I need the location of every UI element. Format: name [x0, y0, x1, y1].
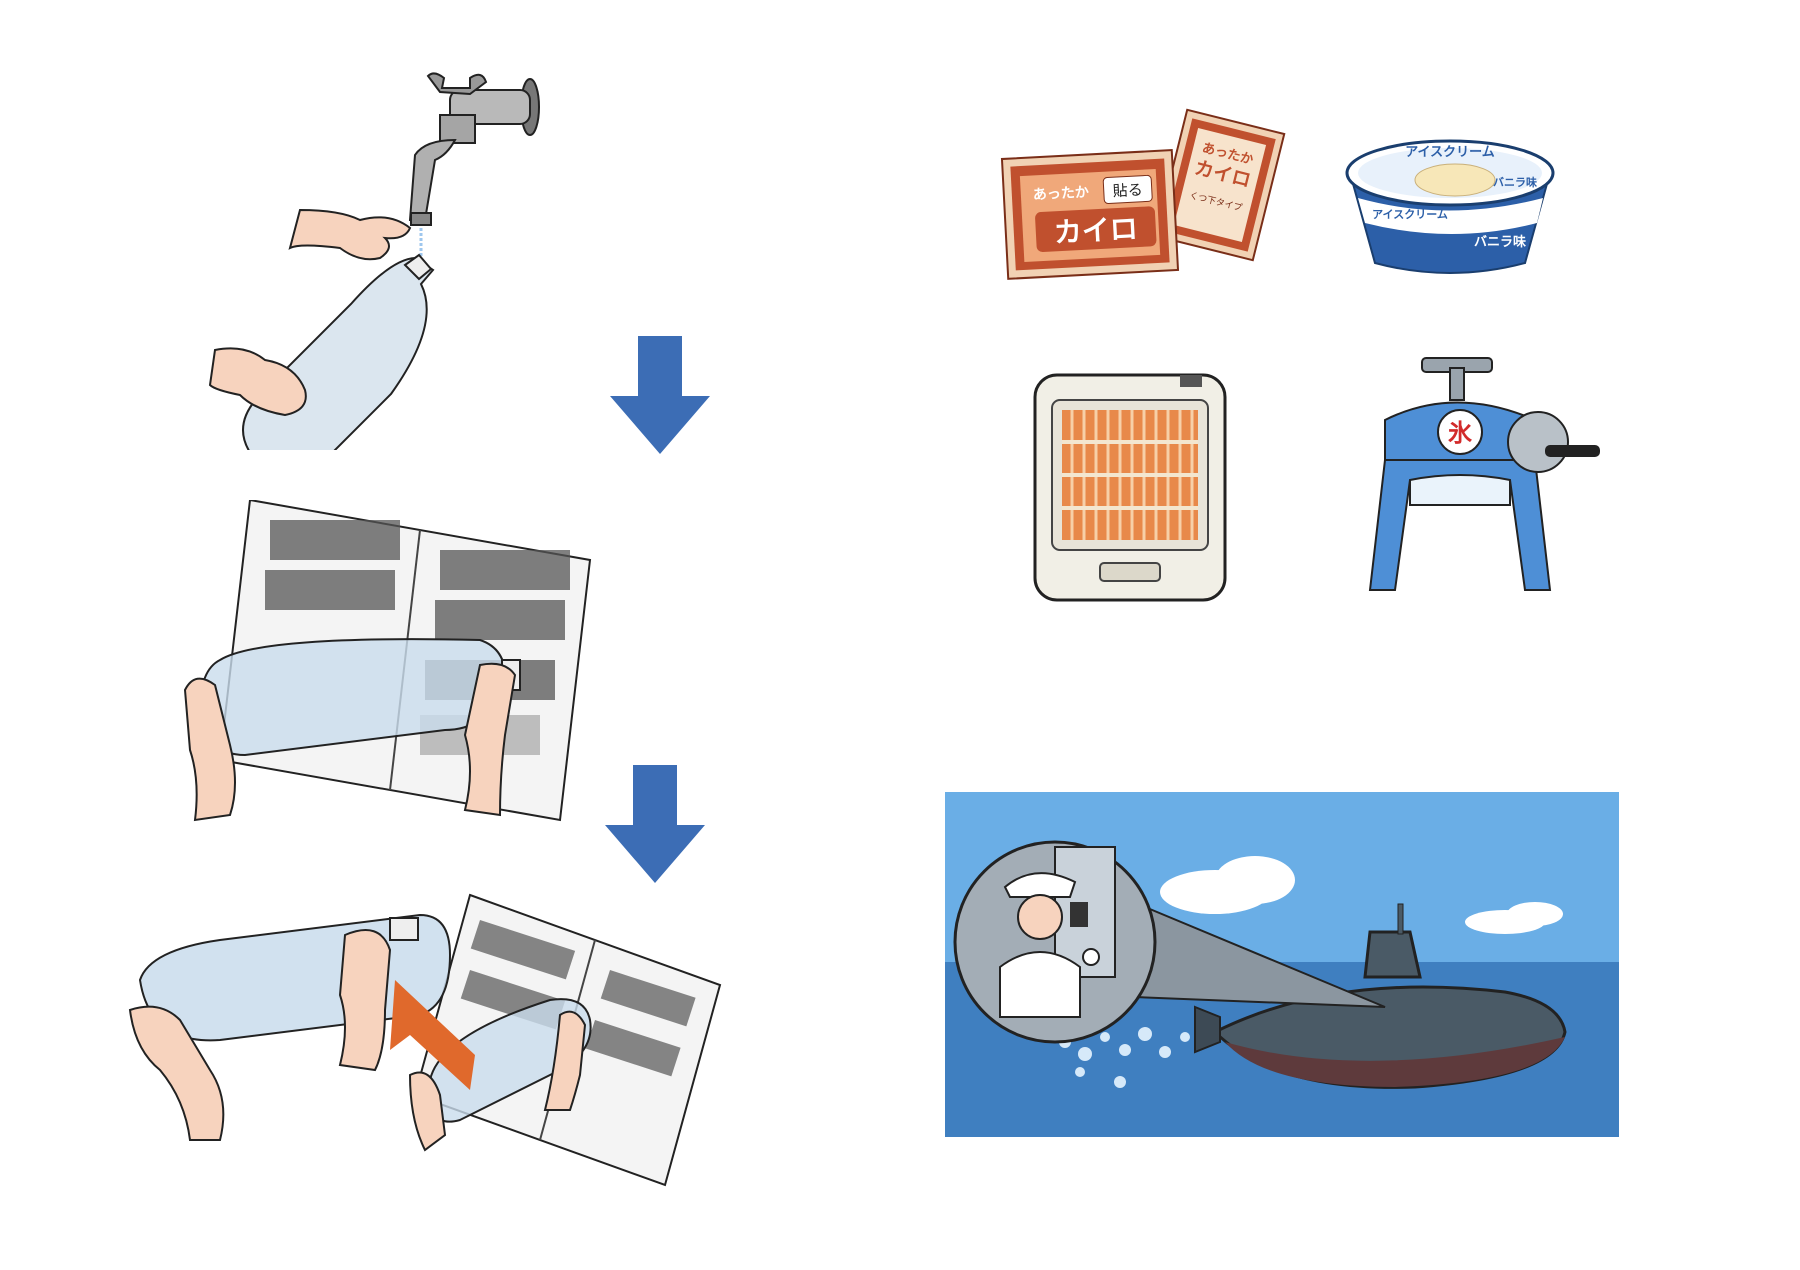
- kairo-front-name: カイロ: [1053, 212, 1139, 249]
- hand-warmer-icon: あったか カイロ くつ下タイプ あったか 貼る カイロ: [1000, 108, 1286, 280]
- hand-icon: [208, 208, 412, 417]
- heater-element-grid: [1062, 410, 1198, 540]
- ice-cream-lid-flavor: バニラ味: [1493, 175, 1537, 189]
- down-arrow-icon: [610, 336, 710, 454]
- ice-cream-side-text: アイスクリーム: [1372, 208, 1448, 221]
- sailor-icon: [953, 840, 1157, 1044]
- submarine-icon: [1194, 903, 1567, 1089]
- step2-bottle-over-newspaper-illustration: [183, 500, 592, 822]
- hand-icon: [183, 662, 517, 822]
- periscope-icon: [1082, 948, 1100, 966]
- electric-heater-icon: [1033, 373, 1227, 602]
- ice-cream-cup-icon: アイスクリーム バニラ味 アイスクリーム バニラ味: [1345, 139, 1555, 274]
- step3-transfer-illustration: [128, 893, 722, 1187]
- orange-arrow-icon: [390, 980, 475, 1090]
- bottle-icon: [428, 998, 592, 1123]
- kairo-front-brand: あったか: [1032, 185, 1089, 204]
- ice-cream-flavor: バニラ味: [1474, 234, 1526, 250]
- shaved-ice-machine-icon: 氷: [1368, 357, 1600, 591]
- down-arrow-icon: [605, 765, 705, 883]
- kairo-front-badge: 貼る: [1112, 181, 1143, 201]
- ice-emblem: 氷: [1448, 419, 1473, 447]
- cloud-icon: [1160, 856, 1563, 934]
- faucet-icon: [408, 72, 540, 265]
- arrow-shape: [605, 765, 705, 883]
- bottle-icon: [242, 253, 435, 450]
- hand-icon: [128, 929, 587, 1152]
- ice-cream-lid-text: アイスクリーム: [1405, 145, 1495, 160]
- arrow-shape: [610, 336, 710, 454]
- step1-fill-bottle-illustration: [208, 72, 540, 450]
- submarine-scene-illustration: [945, 792, 1619, 1137]
